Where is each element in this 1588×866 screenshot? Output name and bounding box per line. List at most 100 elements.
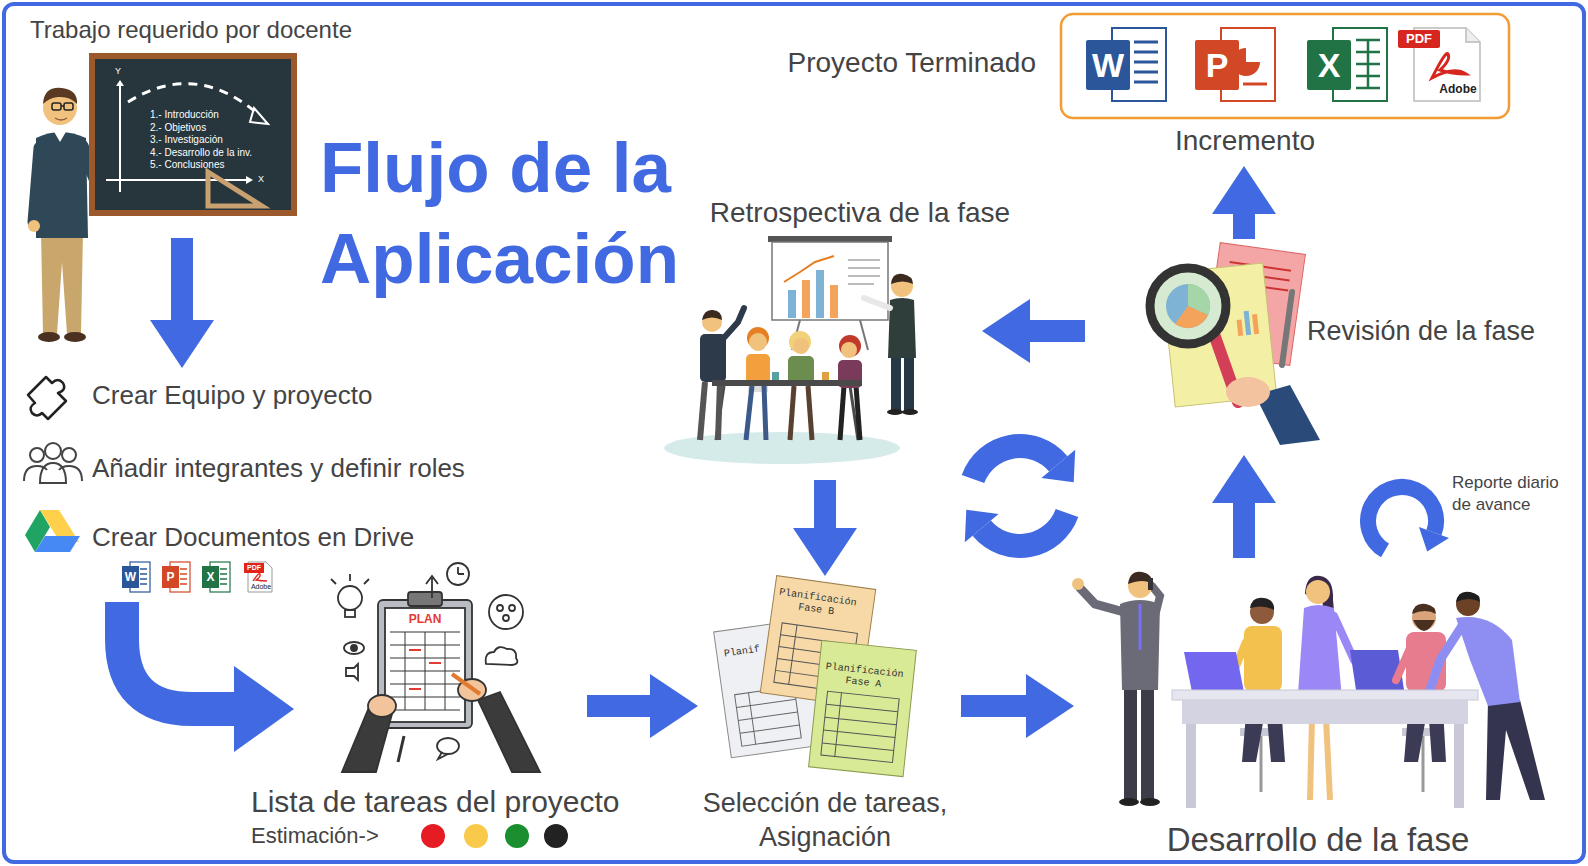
team-working-part [1486,700,1545,800]
retrospective-meeting-part [793,338,809,354]
annotation-label: X [1307,47,1351,83]
annotation-label: P [162,569,179,585]
retrospective-meeting-part [712,380,862,386]
task-list-illustration-part [331,574,369,584]
teacher-figure-part [64,332,86,342]
task-list-illustration-part [368,695,396,717]
annotation-label: X [258,174,264,185]
drive-icon [25,510,80,552]
retrospective-meeting-part [864,298,890,308]
arrow-head [650,674,698,738]
finished-project-box-part [1134,42,1158,82]
drive-icon-part [35,536,80,552]
team-icon-part [45,443,61,459]
planning-sheets [714,576,917,777]
team-working-part [1141,680,1154,800]
arrow-shaft [961,695,1027,717]
team-working-part [1456,592,1480,602]
retrospective-meeting-part [891,274,913,284]
team-working-part [1310,718,1312,800]
teacher-figure-part [41,232,83,334]
finished-project-box-part [1356,40,1380,88]
retrospective-meeting-part [891,356,901,410]
cycle-icon [965,446,1075,546]
task-list-illustration-part [478,692,540,772]
retrospective-meeting-part [784,256,834,282]
teacher-figure-part [52,103,61,110]
annotation-label: 4.- Desarrollo de la inv. [150,147,252,159]
cycle-icon-part [973,446,1058,479]
small-office-icons-part [180,569,187,584]
annotation-label: Adobe [249,583,273,591]
finished-project-box [1061,14,1509,118]
finished-project-box-part [1086,40,1130,90]
finished-project-box-part [1061,14,1509,118]
team-working-part [1306,580,1330,604]
arrow-shaft [1029,320,1085,342]
arrow-shaft [122,602,235,709]
blackboard-part [106,179,248,181]
annotation-label: X [202,569,219,585]
task-list-illustration-part [390,632,460,710]
team-working-part [1124,680,1137,800]
retrospective-meeting-part [808,386,812,440]
retrospective-meeting-part [840,386,844,440]
review-illustration-part-part [1252,314,1259,334]
teacher-figure-part [53,130,67,142]
team-working-part [1350,650,1404,690]
retrospective-meeting-part [772,242,888,320]
flow-step: Revisión de la fase [1089,243,1551,451]
team-working-part [1182,700,1468,724]
annotation-label: 5.- Conclusiones [150,159,224,171]
teacher-figure-part [38,332,60,342]
finished-project-box-part [1243,83,1267,86]
blackboard-part [95,59,291,210]
flow-arrow [982,299,1085,363]
flow-step: Desarrollo de la fase [1078,562,1558,812]
arrow-shaft [1233,502,1255,558]
task-list-illustration-part [509,605,515,611]
arrow-shaft [1233,213,1255,239]
small-office-icons-part [220,569,227,584]
team-working [1072,572,1545,808]
annotation-label: W [1086,47,1130,83]
team-icon-part [62,448,76,462]
team-working-part [1430,626,1462,690]
small-office-icons-part [244,563,264,573]
diagram-title: Flujo de la Aplicación [320,122,720,304]
retrospective-meeting-part [839,335,861,357]
flow-step: Retrospectiva de la fase [668,236,978,476]
task-list-illustration-part [338,586,362,610]
annotation-label: PDF [244,564,264,572]
blackboard-part [119,84,121,192]
team-working-part [1139,604,1142,650]
team-working-part [1326,718,1330,800]
planning-sheets-part-part [809,640,917,776]
team-working-part [1250,598,1274,610]
task-list-illustration-part [497,605,503,611]
flow-arrow [793,480,857,576]
blackboard-part [250,108,268,124]
team-working-part [1244,626,1282,692]
flow-arrow [1212,455,1276,558]
small-office-icons-part [253,574,267,581]
retrospective-meeting-part [860,320,868,350]
retrospective-meeting-part [788,290,796,318]
review-illustration-part [1150,268,1226,344]
puzzle-icon-part [28,377,66,419]
retrospective-meeting-part [848,260,880,284]
retrospective-meeting [664,236,918,464]
task-list-illustration-part [447,563,469,585]
annotation-label: Adobe [1436,82,1480,96]
task-list-illustration-part [458,567,464,574]
annotation-label: 1.- Introducción [150,109,219,121]
annotation-label: PLAN [400,612,450,626]
small-office-icons-part [140,569,147,584]
task-list-illustration-part [351,645,357,651]
teacher-figure-part [34,148,40,222]
team-working-part [1172,690,1478,700]
retrospective-meeting-part [746,354,770,384]
task-list-illustration-part [438,752,448,759]
retrospective-meeting-part [746,386,752,440]
